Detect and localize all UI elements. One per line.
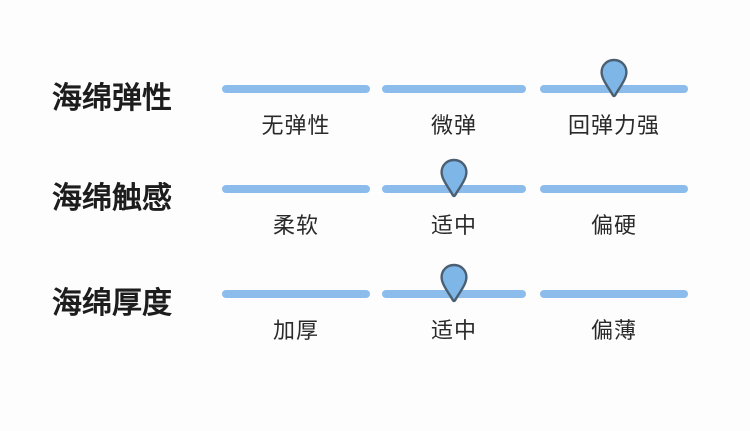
slider-track-elasticity[interactable] bbox=[222, 72, 688, 106]
track-segment-1[interactable] bbox=[222, 85, 370, 93]
slider-track-touch-feel[interactable] bbox=[222, 172, 688, 206]
option-label-2[interactable]: 适中 bbox=[430, 318, 478, 343]
spec-row-touch-feel: 海绵触感 柔软 适中 偏硬 bbox=[0, 158, 750, 262]
option-label-1[interactable]: 柔软 bbox=[272, 213, 320, 238]
spec-row-elasticity: 海绵弹性 无弹性 微弹 回弹力强 bbox=[0, 58, 750, 162]
option-label-2[interactable]: 适中 bbox=[430, 213, 478, 238]
option-label-1[interactable]: 无弹性 bbox=[261, 113, 331, 138]
track-segment-3[interactable] bbox=[540, 85, 688, 93]
track-segment-2[interactable] bbox=[382, 290, 526, 298]
track-segment-2[interactable] bbox=[382, 85, 526, 93]
option-labels-thickness: 加厚 适中 偏薄 bbox=[222, 313, 688, 347]
track-segment-2[interactable] bbox=[382, 185, 526, 193]
track-segment-1[interactable] bbox=[222, 185, 370, 193]
row-label-elasticity: 海绵弹性 bbox=[52, 82, 172, 115]
option-label-3[interactable]: 偏薄 bbox=[590, 318, 638, 343]
option-label-3[interactable]: 偏硬 bbox=[590, 213, 638, 238]
option-labels-elasticity: 无弹性 微弹 回弹力强 bbox=[222, 108, 688, 142]
slider-track-thickness[interactable] bbox=[222, 277, 688, 311]
option-label-2[interactable]: 微弹 bbox=[430, 113, 478, 138]
option-label-3[interactable]: 回弹力强 bbox=[567, 113, 661, 138]
option-label-1[interactable]: 加厚 bbox=[272, 318, 320, 343]
row-label-thickness: 海绵厚度 bbox=[52, 287, 172, 320]
spec-row-thickness: 海绵厚度 加厚 适中 偏薄 bbox=[0, 263, 750, 367]
track-segment-3[interactable] bbox=[540, 185, 688, 193]
track-segment-1[interactable] bbox=[222, 290, 370, 298]
row-label-touch-feel: 海绵触感 bbox=[52, 182, 172, 215]
option-labels-touch-feel: 柔软 适中 偏硬 bbox=[222, 208, 688, 242]
track-segment-3[interactable] bbox=[540, 290, 688, 298]
